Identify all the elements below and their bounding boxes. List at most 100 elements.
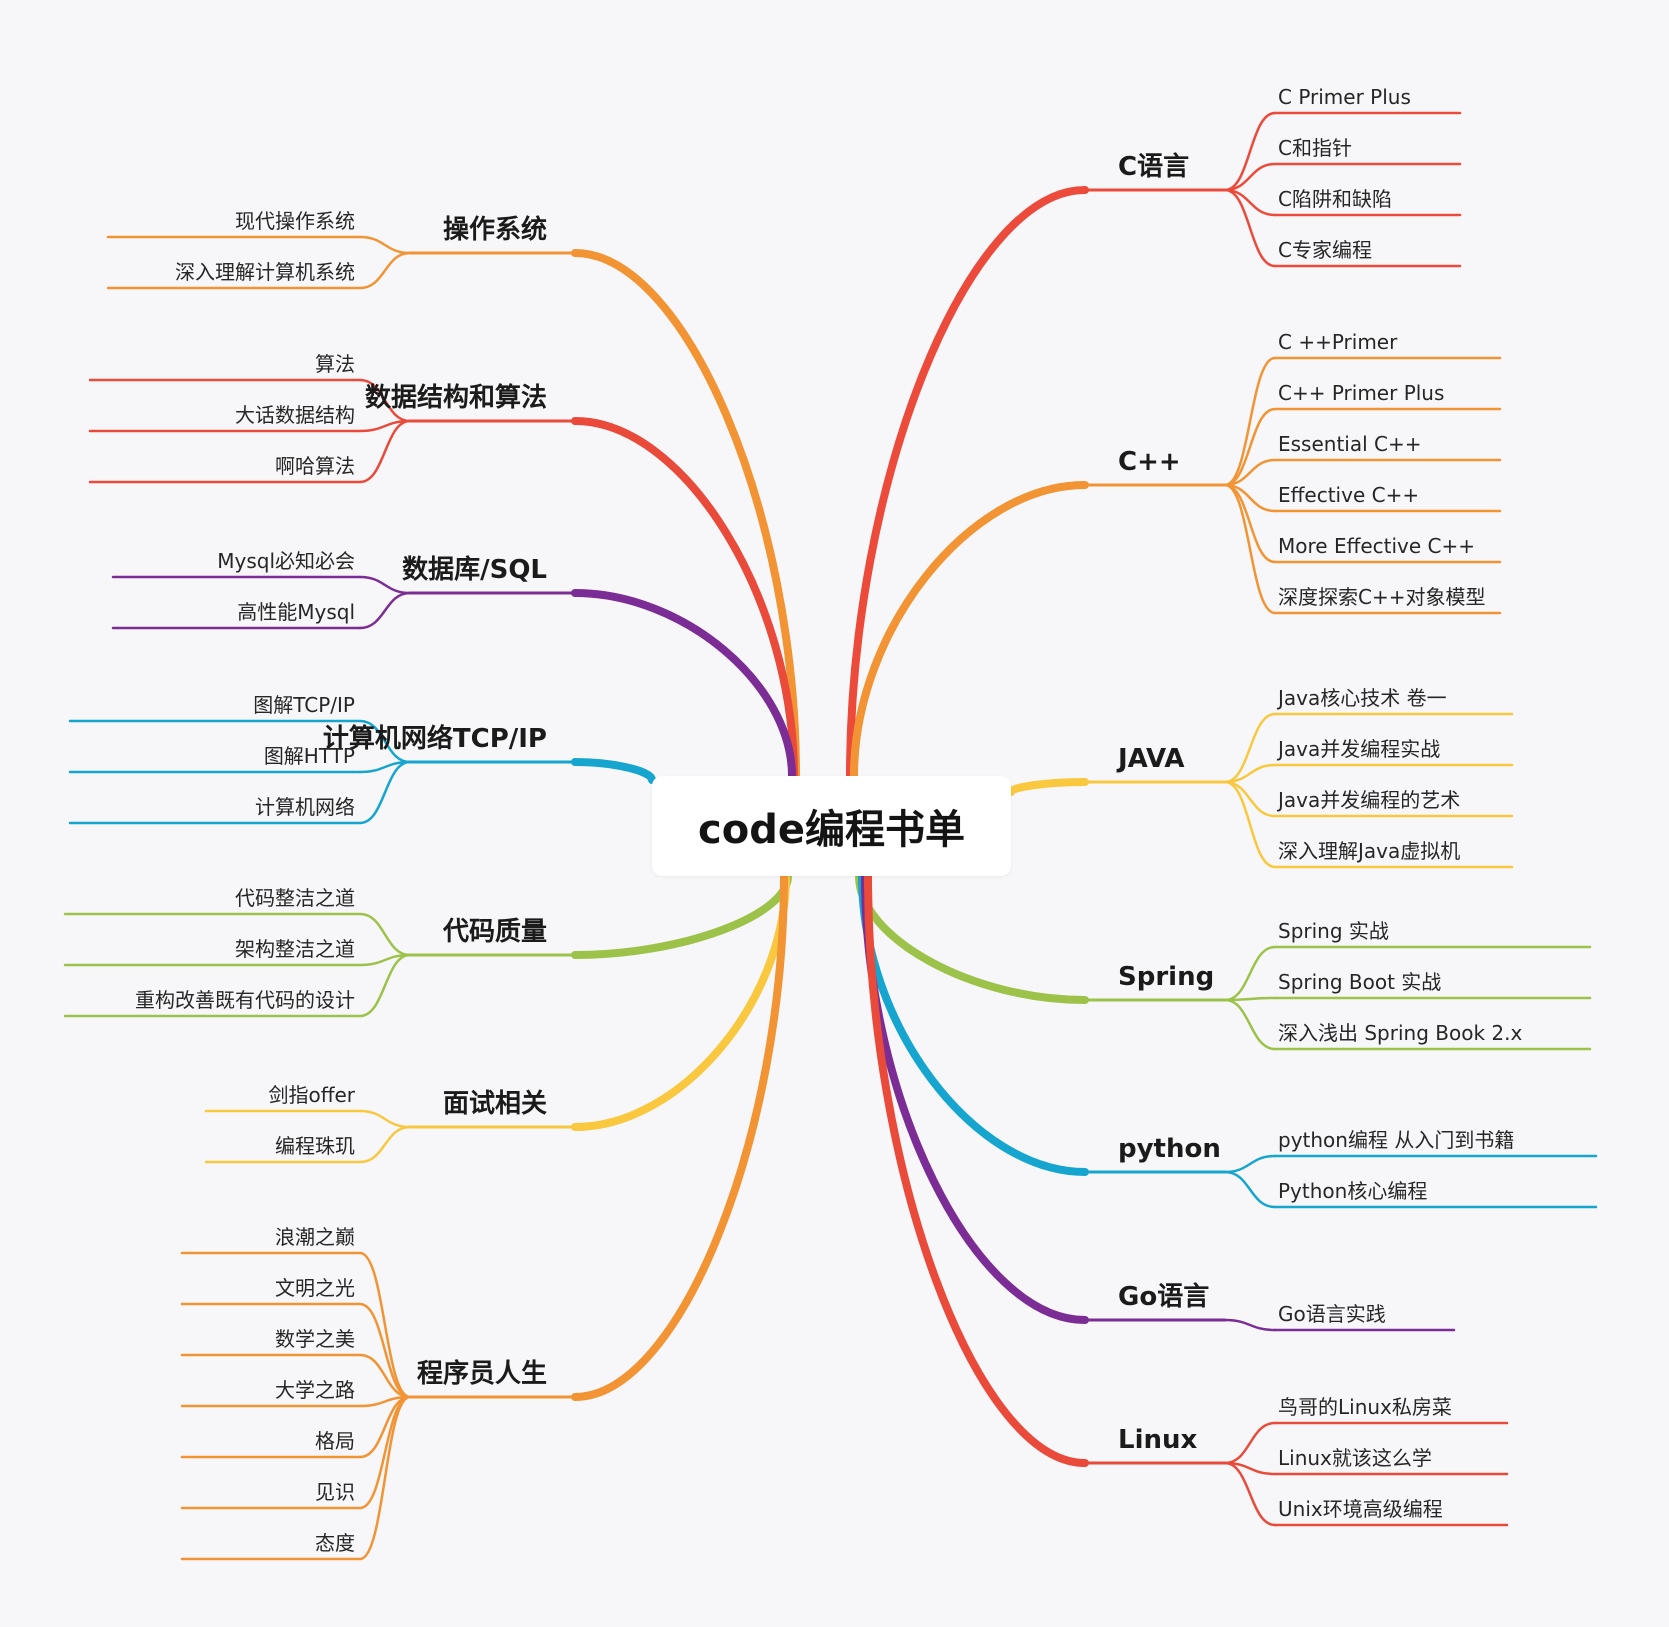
leaf-spring-0[interactable]: Spring 实战 [1278,919,1389,943]
leaf-connector [358,1125,412,1164]
leaf-quality-0[interactable]: 代码整洁之道 [235,886,355,910]
leaf-os-0[interactable]: 现代操作系统 [235,209,355,233]
leaf-connector [1223,1318,1277,1332]
leaf-connector [1223,458,1277,487]
leaf-connector [1223,162,1277,192]
leaf-interview-1[interactable]: 编程珠玑 [275,1134,355,1158]
leaf-connector [1223,407,1277,487]
leaf-connector [1223,780,1277,869]
leaf-connector [1223,111,1277,192]
leaf-cpp-0[interactable]: C ++Primer [1278,330,1398,354]
topic-interview[interactable]: 面试相关 [442,1089,547,1119]
branch-linux [864,872,1089,1467]
topic-db[interactable]: 数据库/SQL [402,555,547,585]
leaf-java-2[interactable]: Java并发编程的艺术 [1278,788,1461,812]
branch-life [571,872,788,1401]
leaf-cpp-2[interactable]: Essential C++ [1278,432,1422,456]
leaf-connector [1223,763,1277,784]
leaf-net-2[interactable]: 计算机网络 [255,795,355,819]
topic-python[interactable]: python [1118,1134,1221,1164]
leaf-connector [358,591,412,630]
leaf-connector [1223,945,1277,1002]
topic-cpp[interactable]: C++ [1118,447,1181,477]
leaf-quality-2[interactable]: 重构改善既有代码的设计 [135,988,355,1012]
leaf-linux-0[interactable]: 鸟哥的Linux私房菜 [1278,1395,1452,1419]
leaf-connector [358,953,412,1018]
leaf-life-5[interactable]: 见识 [315,1480,355,1504]
leaf-net-1[interactable]: 图解HTTP [263,744,355,768]
leaf-connector [358,760,412,825]
leaf-connector [358,1353,412,1399]
leaf-life-1[interactable]: 文明之光 [275,1276,355,1300]
branch-db [571,589,796,780]
branch-spring [855,872,1089,1004]
leaf-life-3[interactable]: 大学之路 [275,1378,355,1402]
leaf-cpp-5[interactable]: 深度探索C++对象模型 [1278,585,1486,609]
leaf-python-0[interactable]: python编程 从入门到书籍 [1278,1128,1515,1152]
branch-quality [571,872,792,959]
branch-cpp [850,481,1089,780]
leaf-connector [358,719,412,764]
leaf-c-lang-0[interactable]: C Primer Plus [1278,85,1411,109]
leaf-java-1[interactable]: Java并发编程实战 [1278,737,1441,761]
leaf-life-2[interactable]: 数学之美 [275,1327,355,1351]
leaf-connector [1223,712,1277,784]
topic-go[interactable]: Go语言 [1118,1282,1210,1312]
topic-c-lang[interactable]: C语言 [1118,152,1190,182]
leaf-os-1[interactable]: 深入理解计算机系统 [175,260,355,284]
leaf-python-1[interactable]: Python核心编程 [1278,1179,1428,1203]
leaf-connector [1223,1421,1277,1465]
leaf-life-4[interactable]: 格局 [315,1429,355,1453]
leaf-go-0[interactable]: Go语言实践 [1278,1302,1386,1326]
topic-java[interactable]: JAVA [1118,744,1185,774]
leaf-java-0[interactable]: Java核心技术 卷一 [1278,686,1447,710]
leaf-ds-1[interactable]: 大话数据结构 [235,403,355,427]
leaf-connector [358,1251,412,1399]
leaf-connector [358,1302,412,1399]
branch-c-lang [846,186,1089,780]
leaf-cpp-3[interactable]: Effective C++ [1278,483,1420,507]
leaf-spring-2[interactable]: 深入浅出 Spring Book 2.x [1278,1021,1523,1045]
leaf-connector [1223,1170,1277,1209]
leaf-linux-1[interactable]: Linux就该这么学 [1278,1446,1432,1470]
leaf-interview-0[interactable]: 剑指offer [268,1083,355,1107]
branch-net [571,758,656,784]
leaf-c-lang-1[interactable]: C和指针 [1278,136,1352,160]
leaf-life-0[interactable]: 浪潮之巅 [275,1225,355,1249]
leaf-cpp-4[interactable]: More Effective C++ [1278,534,1476,558]
topic-ds[interactable]: 数据结构和算法 [364,383,547,413]
leaf-connector [1223,998,1277,1051]
leaf-db-0[interactable]: Mysql必知必会 [217,549,355,573]
leaf-db-1[interactable]: 高性能Mysql [237,600,355,624]
leaf-connector [358,235,412,255]
leaf-java-3[interactable]: 深入理解Java虚拟机 [1278,839,1461,863]
leaf-net-0[interactable]: 图解TCP/IP [253,693,355,717]
leaf-connector [358,378,412,423]
leaf-connector [358,1109,412,1129]
leaf-connector [1223,356,1277,487]
topic-net[interactable]: 计算机网络TCP/IP [322,724,547,754]
leaf-ds-0[interactable]: 算法 [315,352,355,376]
topic-spring[interactable]: Spring [1118,962,1215,992]
leaf-quality-1[interactable]: 架构整洁之道 [235,937,355,961]
leaf-ds-2[interactable]: 啊哈算法 [275,454,355,478]
leaf-connector [1223,188,1277,268]
topic-os[interactable]: 操作系统 [442,215,547,245]
topic-linux[interactable]: Linux [1118,1425,1198,1455]
topic-life[interactable]: 程序员人生 [416,1359,547,1389]
leaf-c-lang-3[interactable]: C专家编程 [1278,238,1372,262]
leaf-connector [358,1395,412,1561]
leaf-linux-2[interactable]: Unix环境高级编程 [1278,1497,1443,1521]
branch-os [571,249,800,780]
topic-quality[interactable]: 代码质量 [442,917,547,947]
leaf-life-6[interactable]: 态度 [315,1531,355,1555]
leaf-spring-1[interactable]: Spring Boot 实战 [1278,970,1442,994]
branch-ds [571,417,798,780]
root-topic[interactable]: code编程书单 [652,776,1011,876]
leaf-connector [358,419,412,484]
leaf-cpp-1[interactable]: C++ Primer Plus [1278,381,1445,405]
leaf-connector [358,251,412,290]
leaf-c-lang-2[interactable]: C陷阱和缺陷 [1278,187,1392,211]
